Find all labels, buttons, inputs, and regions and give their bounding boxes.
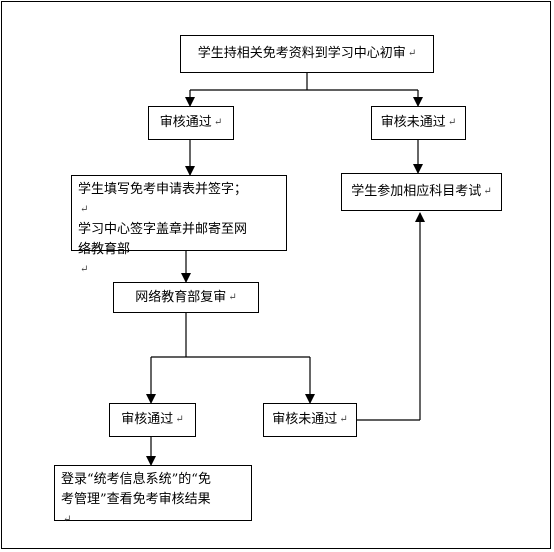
node-fail-1: 审核未通过↵ [371, 106, 466, 140]
node-second-review-text: 网络教育部复审 [135, 289, 227, 305]
node-initial-review-text: 学生持相关免考资料到学习中心初审 [197, 46, 406, 61]
node-second-review: 网络教育部复审↵ [113, 282, 259, 313]
node-pass-1-text: 审核通过 [159, 115, 212, 130]
paragraph-mark: ↵ [213, 117, 223, 128]
paragraph-mark: ↵ [339, 414, 348, 425]
node-fill-form-line-1: 学生填写免考申请表并签字；↵ [78, 182, 248, 215]
node-pass-2-text: 审核通过 [121, 412, 174, 427]
paragraph-mark: ↵ [407, 48, 417, 59]
node-pass-1: 审核通过↵ [148, 106, 234, 140]
node-fail-1-text: 审核未通过 [380, 115, 446, 130]
paragraph-mark: ↵ [228, 291, 237, 303]
node-fill-form: 学生填写免考申请表并签字；↵ 学习中心签字盖章并邮寄至网 络教育部↵ [71, 175, 287, 275]
node-view-result-line-1: 登录“统考信息系统”的“免 [61, 472, 211, 487]
node-initial-review: 学生持相关免考资料到学习中心初审↵ [180, 35, 434, 73]
node-fail-2-text: 审核未通过 [272, 412, 338, 427]
paragraph-mark: ↵ [483, 186, 492, 197]
paragraph-mark: ↵ [175, 414, 184, 425]
node-fill-form-line-2: 学习中心签字盖章并邮寄至网 [78, 222, 248, 237]
node-view-result-line-2: 考管理”查看免考审核结果↵ [61, 492, 211, 525]
node-view-result: 登录“统考信息系统”的“免 考管理”查看免考审核结果↵ [54, 465, 252, 525]
node-fail-2: 审核未通过↵ [263, 403, 357, 437]
node-take-exam: 学生参加相应科目考试↵ [341, 173, 502, 211]
node-fill-form-line-3: 络教育部↵ [78, 242, 131, 275]
paragraph-mark: ↵ [447, 117, 457, 128]
node-take-exam-text: 学生参加相应科目考试 [351, 184, 482, 199]
node-pass-2: 审核通过↵ [109, 403, 196, 437]
